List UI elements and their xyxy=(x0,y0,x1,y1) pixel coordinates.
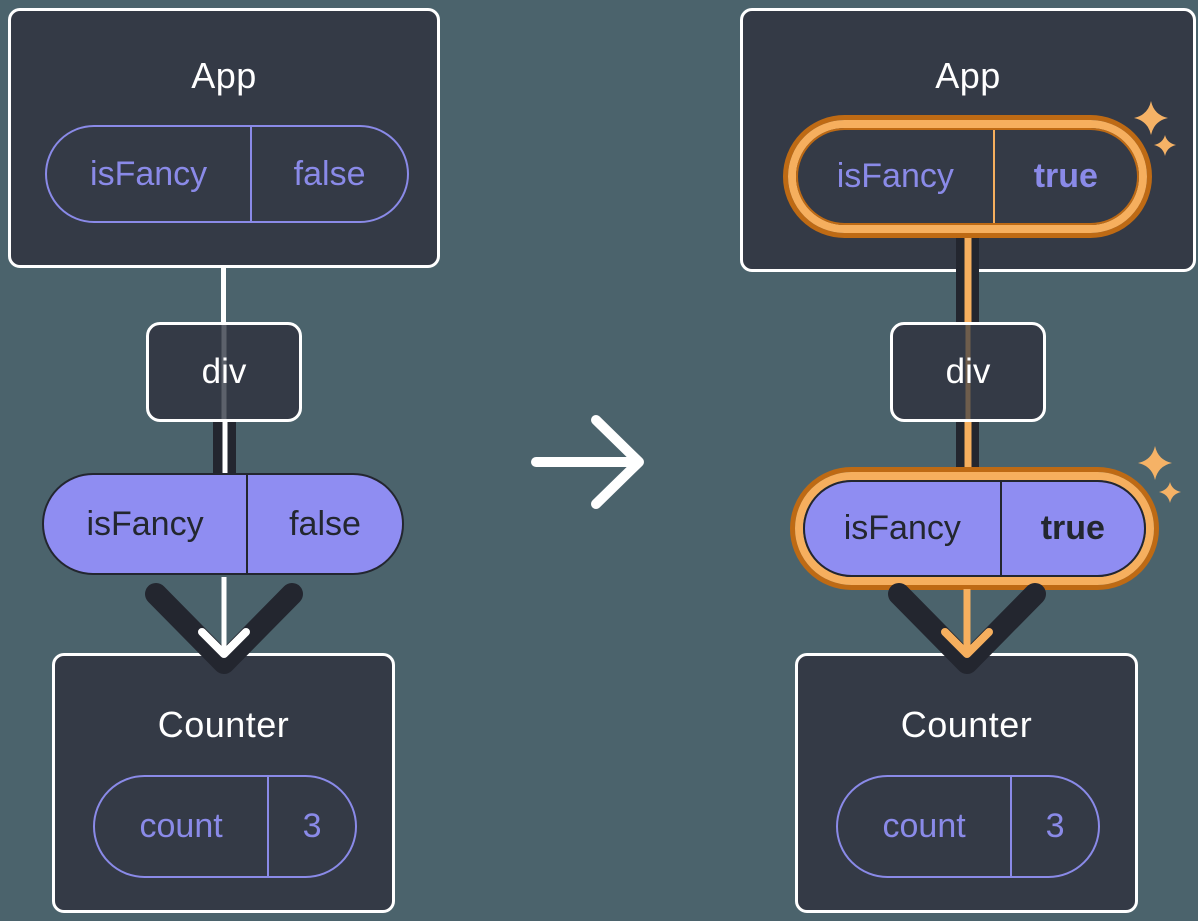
prop-name-cell: isFancy xyxy=(805,482,1002,575)
highlight-ring-inner: isFancy true xyxy=(795,472,1154,585)
passed-prop-pill-after: isFancy true xyxy=(803,480,1146,577)
flow-line-through-div xyxy=(221,325,227,419)
state-name-cell: count xyxy=(95,777,270,876)
prop-value-cell: false xyxy=(293,154,366,193)
prop-flow-core-line xyxy=(964,234,971,322)
div-label: div xyxy=(945,352,991,391)
app-card-before: App isFancy false xyxy=(8,8,440,268)
prop-flow-segment-after-lower xyxy=(956,422,979,474)
counter-card-before: Counter count 3 xyxy=(52,653,395,913)
prop-flow-segment-after-upper xyxy=(956,234,979,322)
transition-arrow-icon xyxy=(531,415,644,509)
flow-line-through-div xyxy=(965,325,971,419)
passed-prop-pill-before: isFancy false xyxy=(42,473,404,575)
prop-name-cell: isFancy xyxy=(44,475,249,573)
state-name-cell: count xyxy=(838,777,1013,876)
highlight-ring-app-prop: isFancy true xyxy=(783,115,1152,238)
prop-flow-core-line xyxy=(964,422,971,474)
state-value-cell: 3 xyxy=(1045,807,1065,845)
prop-flow-segment-before xyxy=(213,422,236,474)
div-node-after: div xyxy=(890,322,1046,422)
flow-arrowhead-after xyxy=(941,628,993,658)
app-prop-pill-before: isFancy false xyxy=(45,125,409,223)
highlight-ring-inner: isFancy true xyxy=(788,120,1147,233)
counter-state-pill-after: count 3 xyxy=(836,775,1100,878)
sparkle-icon-small xyxy=(1159,482,1181,503)
app-title: App xyxy=(935,55,1001,96)
sparkle-icon-large xyxy=(1138,446,1172,480)
div-node-before: div xyxy=(146,322,302,422)
transition-arrowhead xyxy=(591,415,644,509)
app-prop-pill-after: isFancy true xyxy=(796,128,1139,225)
counter-state-pill-before: count 3 xyxy=(93,775,357,878)
state-value-cell: 3 xyxy=(302,807,322,845)
counter-card-after: Counter count 3 xyxy=(795,653,1138,913)
flow-arrowhead-before xyxy=(198,628,250,658)
tree-edge-app-div-before xyxy=(221,266,226,324)
prop-value-cell: false xyxy=(289,504,361,543)
prop-name-cell: isFancy xyxy=(798,130,995,223)
prop-value-cell: true xyxy=(1033,157,1098,195)
div-label: div xyxy=(201,352,247,391)
prop-value-cell: true xyxy=(1040,509,1105,547)
prop-name-cell: isFancy xyxy=(47,127,253,221)
counter-title: Counter xyxy=(157,704,290,745)
counter-title: Counter xyxy=(900,704,1033,745)
prop-flow-core-line xyxy=(222,422,227,474)
app-title: App xyxy=(191,55,257,96)
highlight-ring-passed-prop: isFancy true xyxy=(790,467,1159,590)
